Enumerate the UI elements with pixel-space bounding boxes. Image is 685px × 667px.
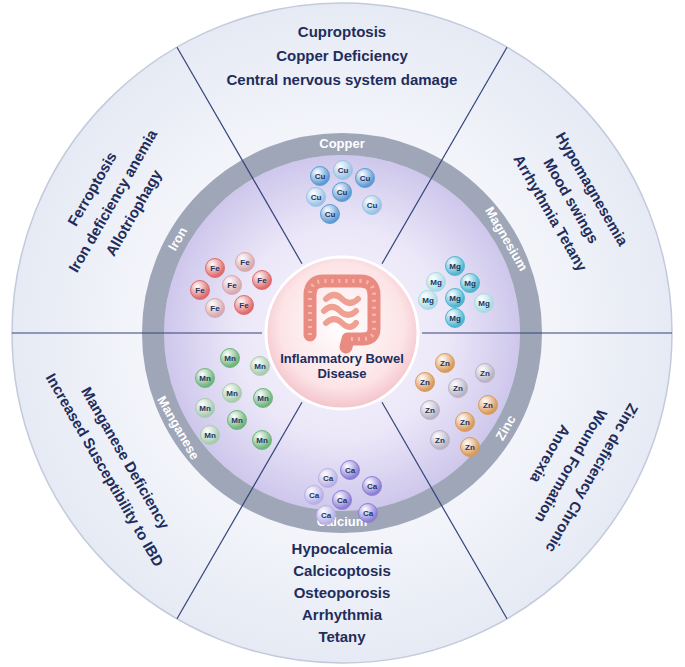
ion-dot: Zn <box>415 372 435 392</box>
ion-dot: Cu <box>310 166 330 186</box>
ion-dot: Mn <box>227 410 247 430</box>
effect-text: Calcicoptosis <box>292 560 393 582</box>
ion-dot: Zn <box>460 437 480 457</box>
effect-text: Copper Deficiency <box>227 44 458 68</box>
ion-dot: Ca <box>318 468 338 488</box>
ion-dot: Zn <box>430 430 450 450</box>
ion-dot: Mg <box>445 256 465 276</box>
ion-dot: Cu <box>362 195 382 215</box>
effect-text: Tetany <box>292 626 393 648</box>
disease-name: Inflammatory Bowel Disease <box>272 351 412 381</box>
ion-dot: Fe <box>190 280 210 300</box>
effect-text: Central nervous system damage <box>227 68 458 92</box>
effect-text: Osteoporosis <box>292 582 393 604</box>
ion-dot: Mn <box>200 425 220 445</box>
ion-dot: Ca <box>340 460 360 480</box>
ion-dot: Cu <box>333 160 353 180</box>
element-name: Copper <box>319 136 365 152</box>
ion-dot: Fe <box>235 252 255 272</box>
ion-dot: Mn <box>252 430 272 450</box>
ion-dot: Mn <box>220 348 240 368</box>
effect-text: Arrhythmia <box>292 604 393 626</box>
ion-dot: Mg <box>445 308 465 328</box>
ion-dot: Ca <box>316 505 336 525</box>
ion-dot: Mn <box>195 368 215 388</box>
effect-group: CuproptosisCopper DeficiencyCentral nerv… <box>227 20 458 92</box>
ion-dot: Cu <box>332 182 352 202</box>
ion-dot: Mn <box>253 388 273 408</box>
outer-ring <box>12 3 672 663</box>
ion-dot: Cu <box>320 204 340 224</box>
ion-dot: Mn <box>250 356 270 376</box>
ion-dot: Ca <box>362 476 382 496</box>
ion-dot: Fe <box>205 298 225 318</box>
ion-dot: Zn <box>448 378 468 398</box>
ion-dot: Fe <box>222 275 242 295</box>
ion-dot: Mg <box>445 288 465 308</box>
ion-dot: Fe <box>205 258 225 278</box>
ion-dot: Mn <box>222 383 242 403</box>
colon-illustration <box>264 255 420 411</box>
sector-dividers <box>12 47 672 619</box>
ion-dot: Zn <box>478 395 498 415</box>
ion-dot: Cu <box>355 168 375 188</box>
ion-dot: Mg <box>426 272 446 292</box>
effect-text: Cuproptosis <box>227 20 458 44</box>
disease-circle: Inflammatory Bowel Disease <box>264 255 420 411</box>
ion-dot: Fe <box>234 295 254 315</box>
ion-dot: Zn <box>455 412 475 432</box>
ion-dot: Ca <box>358 503 378 523</box>
ion-dot: Fe <box>252 270 272 290</box>
ion-dot: Zn <box>420 400 440 420</box>
ion-dot: Mn <box>195 398 215 418</box>
ion-dot: Ca <box>332 490 352 510</box>
ion-dot: Ca <box>304 485 324 505</box>
ion-dot: Mg <box>474 293 494 313</box>
ion-dot: Zn <box>435 353 455 373</box>
ion-dot: Cu <box>306 187 326 207</box>
ion-dot: Mg <box>418 290 438 310</box>
effect-text: Hypocalcemia <box>292 538 393 560</box>
effect-group: HypocalcemiaCalcicoptosisOsteoporosisArr… <box>292 538 393 648</box>
ion-dot: Mg <box>460 273 480 293</box>
ion-dot: Zn <box>475 363 495 383</box>
